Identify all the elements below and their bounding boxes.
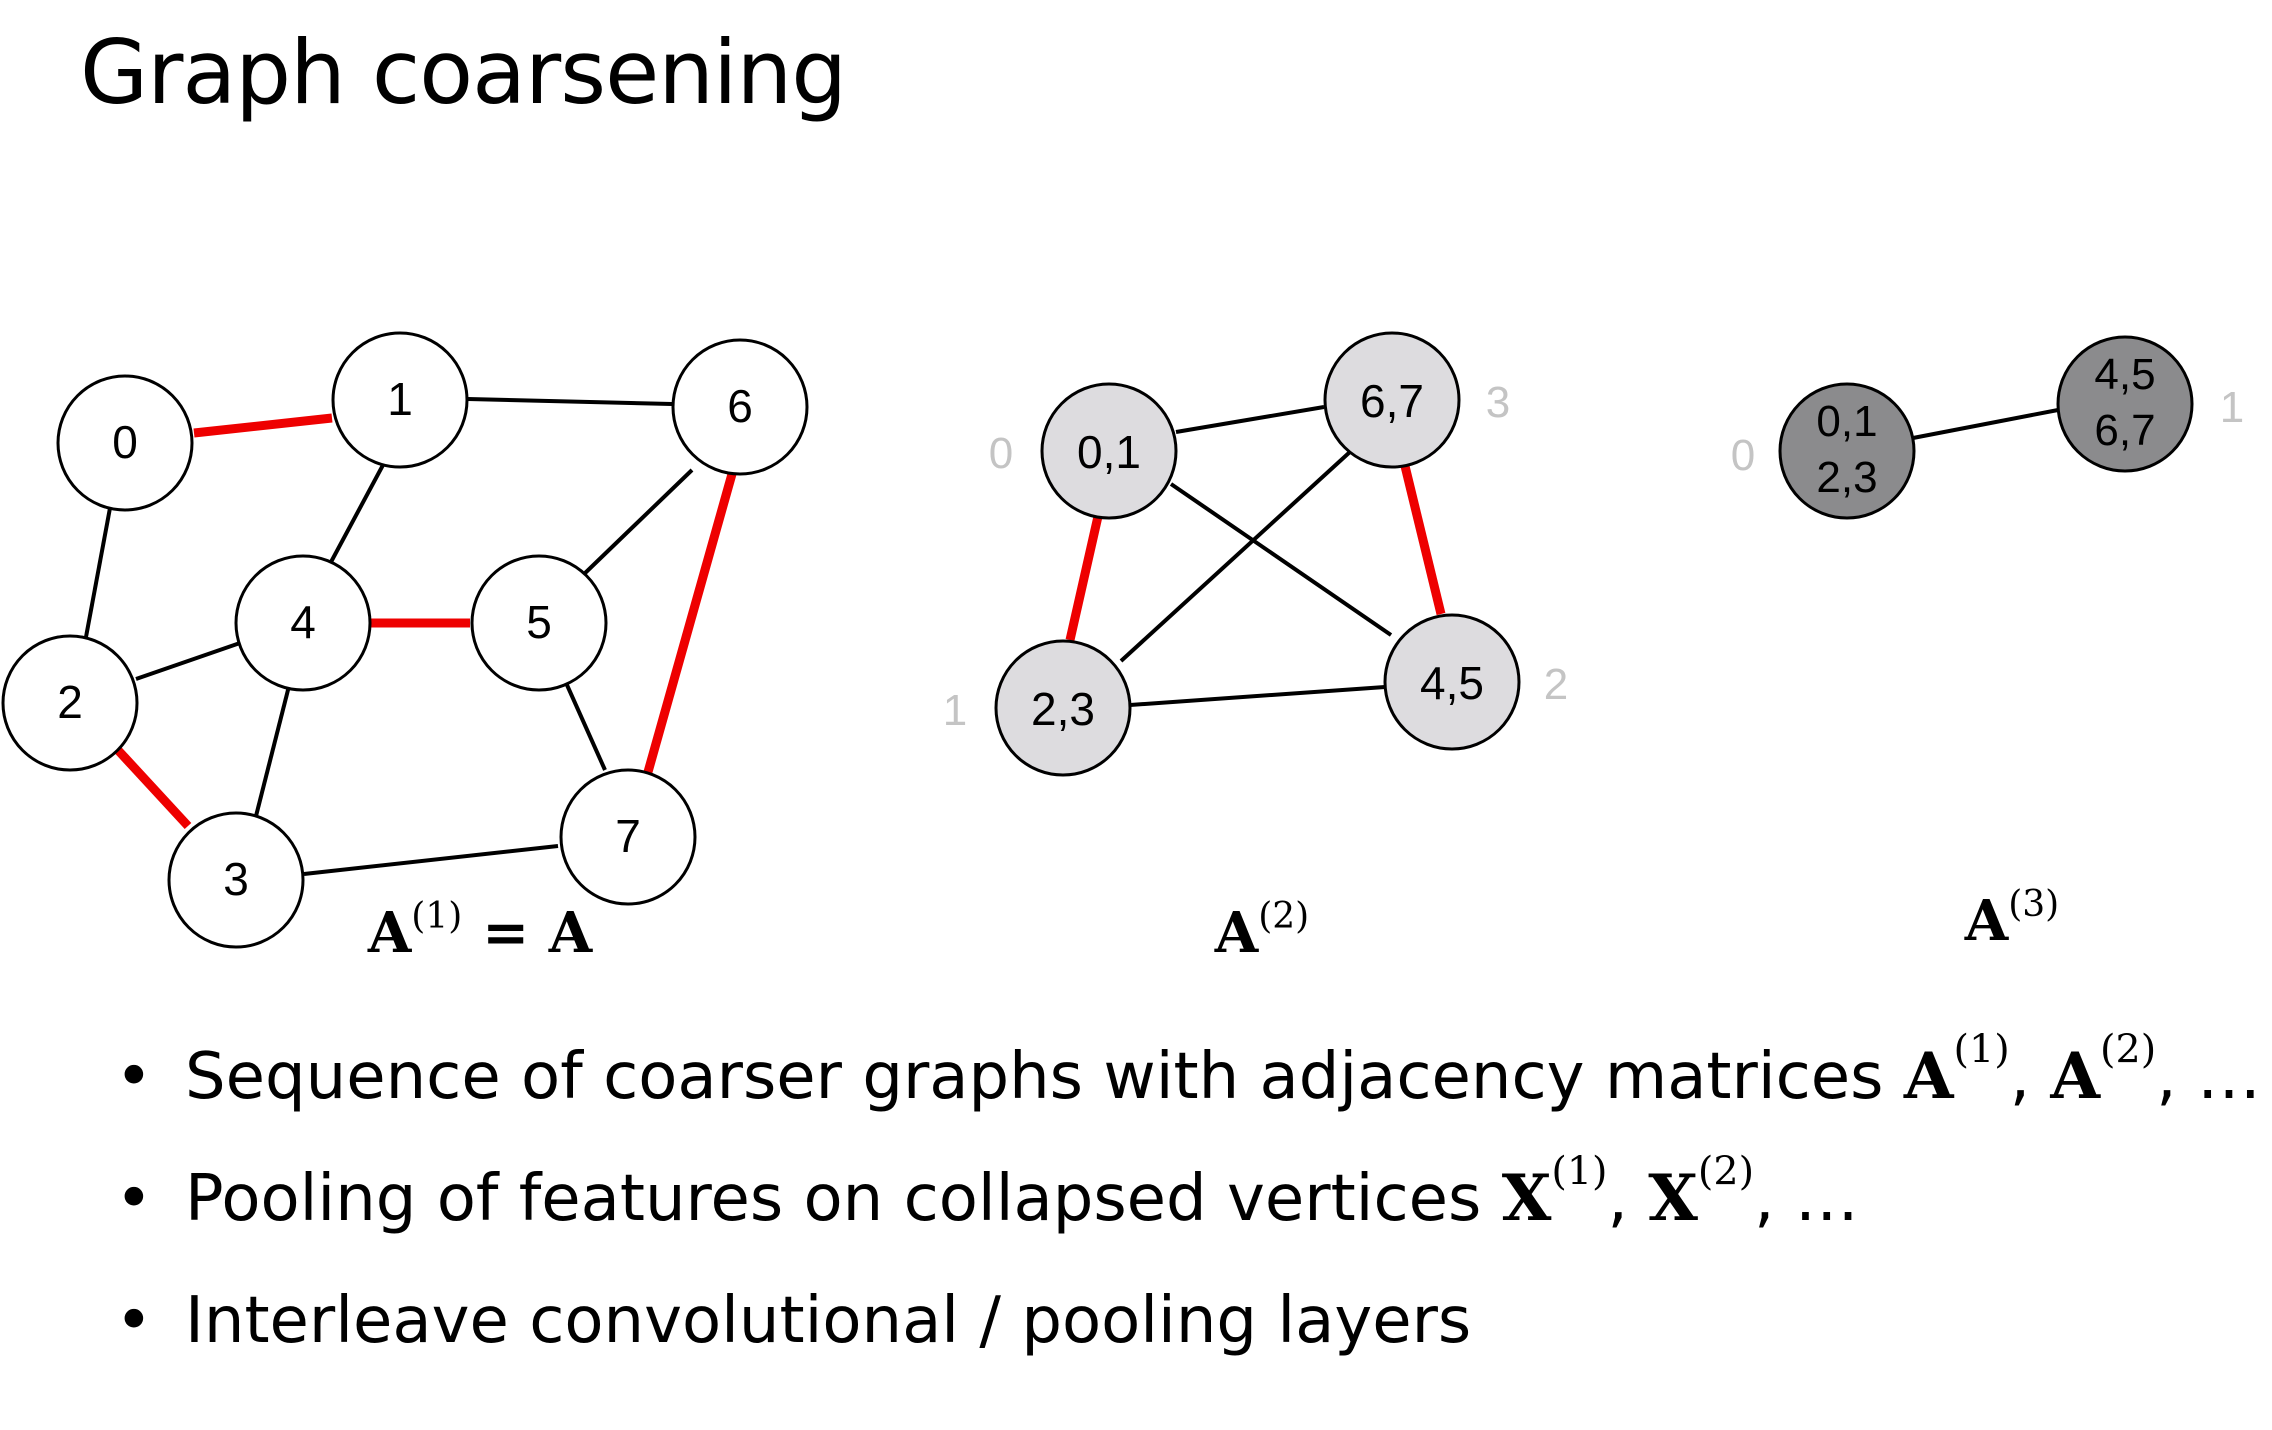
bullet-text: Pooling of features on collapsed vertice… xyxy=(185,1162,1502,1236)
node-6: 6 xyxy=(671,338,809,476)
edge-3-7 xyxy=(303,844,559,876)
node-4-5: 4,5 2 xyxy=(1383,613,1568,751)
svg-text:2,3: 2,3 xyxy=(1816,453,1877,502)
matched-edge-01-23 xyxy=(1065,511,1104,641)
bullet-item-interleave-layers: • Interleave convolutional / pooling lay… xyxy=(110,1289,2261,1411)
node-7: 7 xyxy=(559,768,697,906)
matched-edge-67-45 xyxy=(1400,464,1446,616)
caption-level-1: A(1)= A xyxy=(367,896,594,966)
edge-01-67 xyxy=(1175,405,1325,434)
graph-level-1: 0 1 6 4 5 2 7 xyxy=(1,331,809,966)
matched-edge-6-7 xyxy=(643,472,737,774)
svg-text:6,7: 6,7 xyxy=(2094,406,2155,455)
math-a2: A(2) xyxy=(2050,1026,2157,1114)
edge-1-4 xyxy=(329,464,385,563)
node-index-2: 2 xyxy=(1544,660,1568,709)
edge-67-23 xyxy=(1119,449,1353,663)
edge-0123-4567 xyxy=(1912,408,2059,440)
svg-text:6: 6 xyxy=(727,380,753,432)
node-index-0: 0 xyxy=(989,429,1013,478)
svg-text:0: 0 xyxy=(112,416,138,468)
edge-0-2 xyxy=(84,507,112,638)
node-index-1-level3: 1 xyxy=(2220,383,2244,432)
node-index-0-level3: 0 xyxy=(1731,431,1755,480)
node-2: 2 xyxy=(1,634,139,772)
graph-coarsening-diagram: 0 1 6 4 5 2 7 xyxy=(1,331,2244,966)
edge-3-4 xyxy=(253,685,291,821)
svg-text:1: 1 xyxy=(387,373,413,425)
svg-text:7: 7 xyxy=(615,810,641,862)
svg-text:4,5: 4,5 xyxy=(2094,350,2155,399)
svg-text:5: 5 xyxy=(526,596,552,648)
bullet-marker: • xyxy=(115,1284,153,1358)
svg-text:0,1: 0,1 xyxy=(1077,426,1141,478)
node-index-1: 1 xyxy=(943,686,967,735)
node-0: 0 xyxy=(56,374,194,512)
node-1: 1 xyxy=(331,331,469,469)
bullet-item-coarser-graphs: • Sequence of coarser graphs with adjace… xyxy=(115,1026,2261,1114)
bullet-marker: • xyxy=(115,1162,153,1236)
caption-level-2: A(2) xyxy=(1214,896,1309,966)
node-2-3: 2,3 1 xyxy=(943,639,1132,777)
edge-1-6 xyxy=(467,397,673,406)
node-0-1-2-3: 0,1 2,3 0 xyxy=(1731,382,1916,520)
bullet-item-pooling-features: • Pooling of features on collapsed verti… xyxy=(115,1148,1859,1236)
matched-edge-0-1 xyxy=(193,413,333,438)
bullet-text: Interleave convolutional / pooling layer… xyxy=(185,1284,1472,1358)
math-x2: X(2) xyxy=(1648,1148,1755,1236)
graph-level-2: 0,1 0 6,7 3 2,3 1 4,5 2 A(2) xyxy=(943,331,1568,966)
svg-text:2,3: 2,3 xyxy=(1031,683,1095,735)
svg-text:4,5: 4,5 xyxy=(1420,657,1484,709)
node-5: 5 xyxy=(470,554,608,692)
bullet-text: Sequence of coarser graphs with adjacenc… xyxy=(185,1040,1904,1114)
graph-level-3: 0,1 2,3 0 4,5 6,7 1 A(3) xyxy=(1731,335,2244,954)
node-0-1: 0,1 0 xyxy=(989,382,1178,520)
edge-2-4 xyxy=(135,641,241,681)
bullet-list: • Sequence of coarser graphs with adjace… xyxy=(110,1026,2261,1411)
svg-text:6,7: 6,7 xyxy=(1360,375,1424,427)
math-x1: X(1) xyxy=(1501,1148,1608,1236)
caption-level-3: A(3) xyxy=(1964,884,2059,954)
node-3: 3 xyxy=(167,811,305,949)
edge-23-45 xyxy=(1129,685,1386,707)
svg-text:2: 2 xyxy=(57,676,83,728)
node-4-5-6-7: 4,5 6,7 1 xyxy=(2056,335,2244,473)
edge-5-6 xyxy=(580,468,694,578)
node-6-7: 6,7 3 xyxy=(1323,331,1510,469)
edge-01-45 xyxy=(1169,482,1393,637)
bullet-marker: • xyxy=(115,1040,153,1114)
svg-text:4: 4 xyxy=(290,596,316,648)
math-a1: A(1) xyxy=(1903,1026,2010,1114)
svg-text:0,1: 0,1 xyxy=(1816,397,1877,446)
svg-text:3: 3 xyxy=(223,853,249,905)
matched-edge-2-3 xyxy=(112,744,192,830)
node-4: 4 xyxy=(234,554,372,692)
node-index-3: 3 xyxy=(1486,378,1510,427)
slide-title: Graph coarsening xyxy=(80,21,847,124)
edge-5-7 xyxy=(565,684,607,771)
